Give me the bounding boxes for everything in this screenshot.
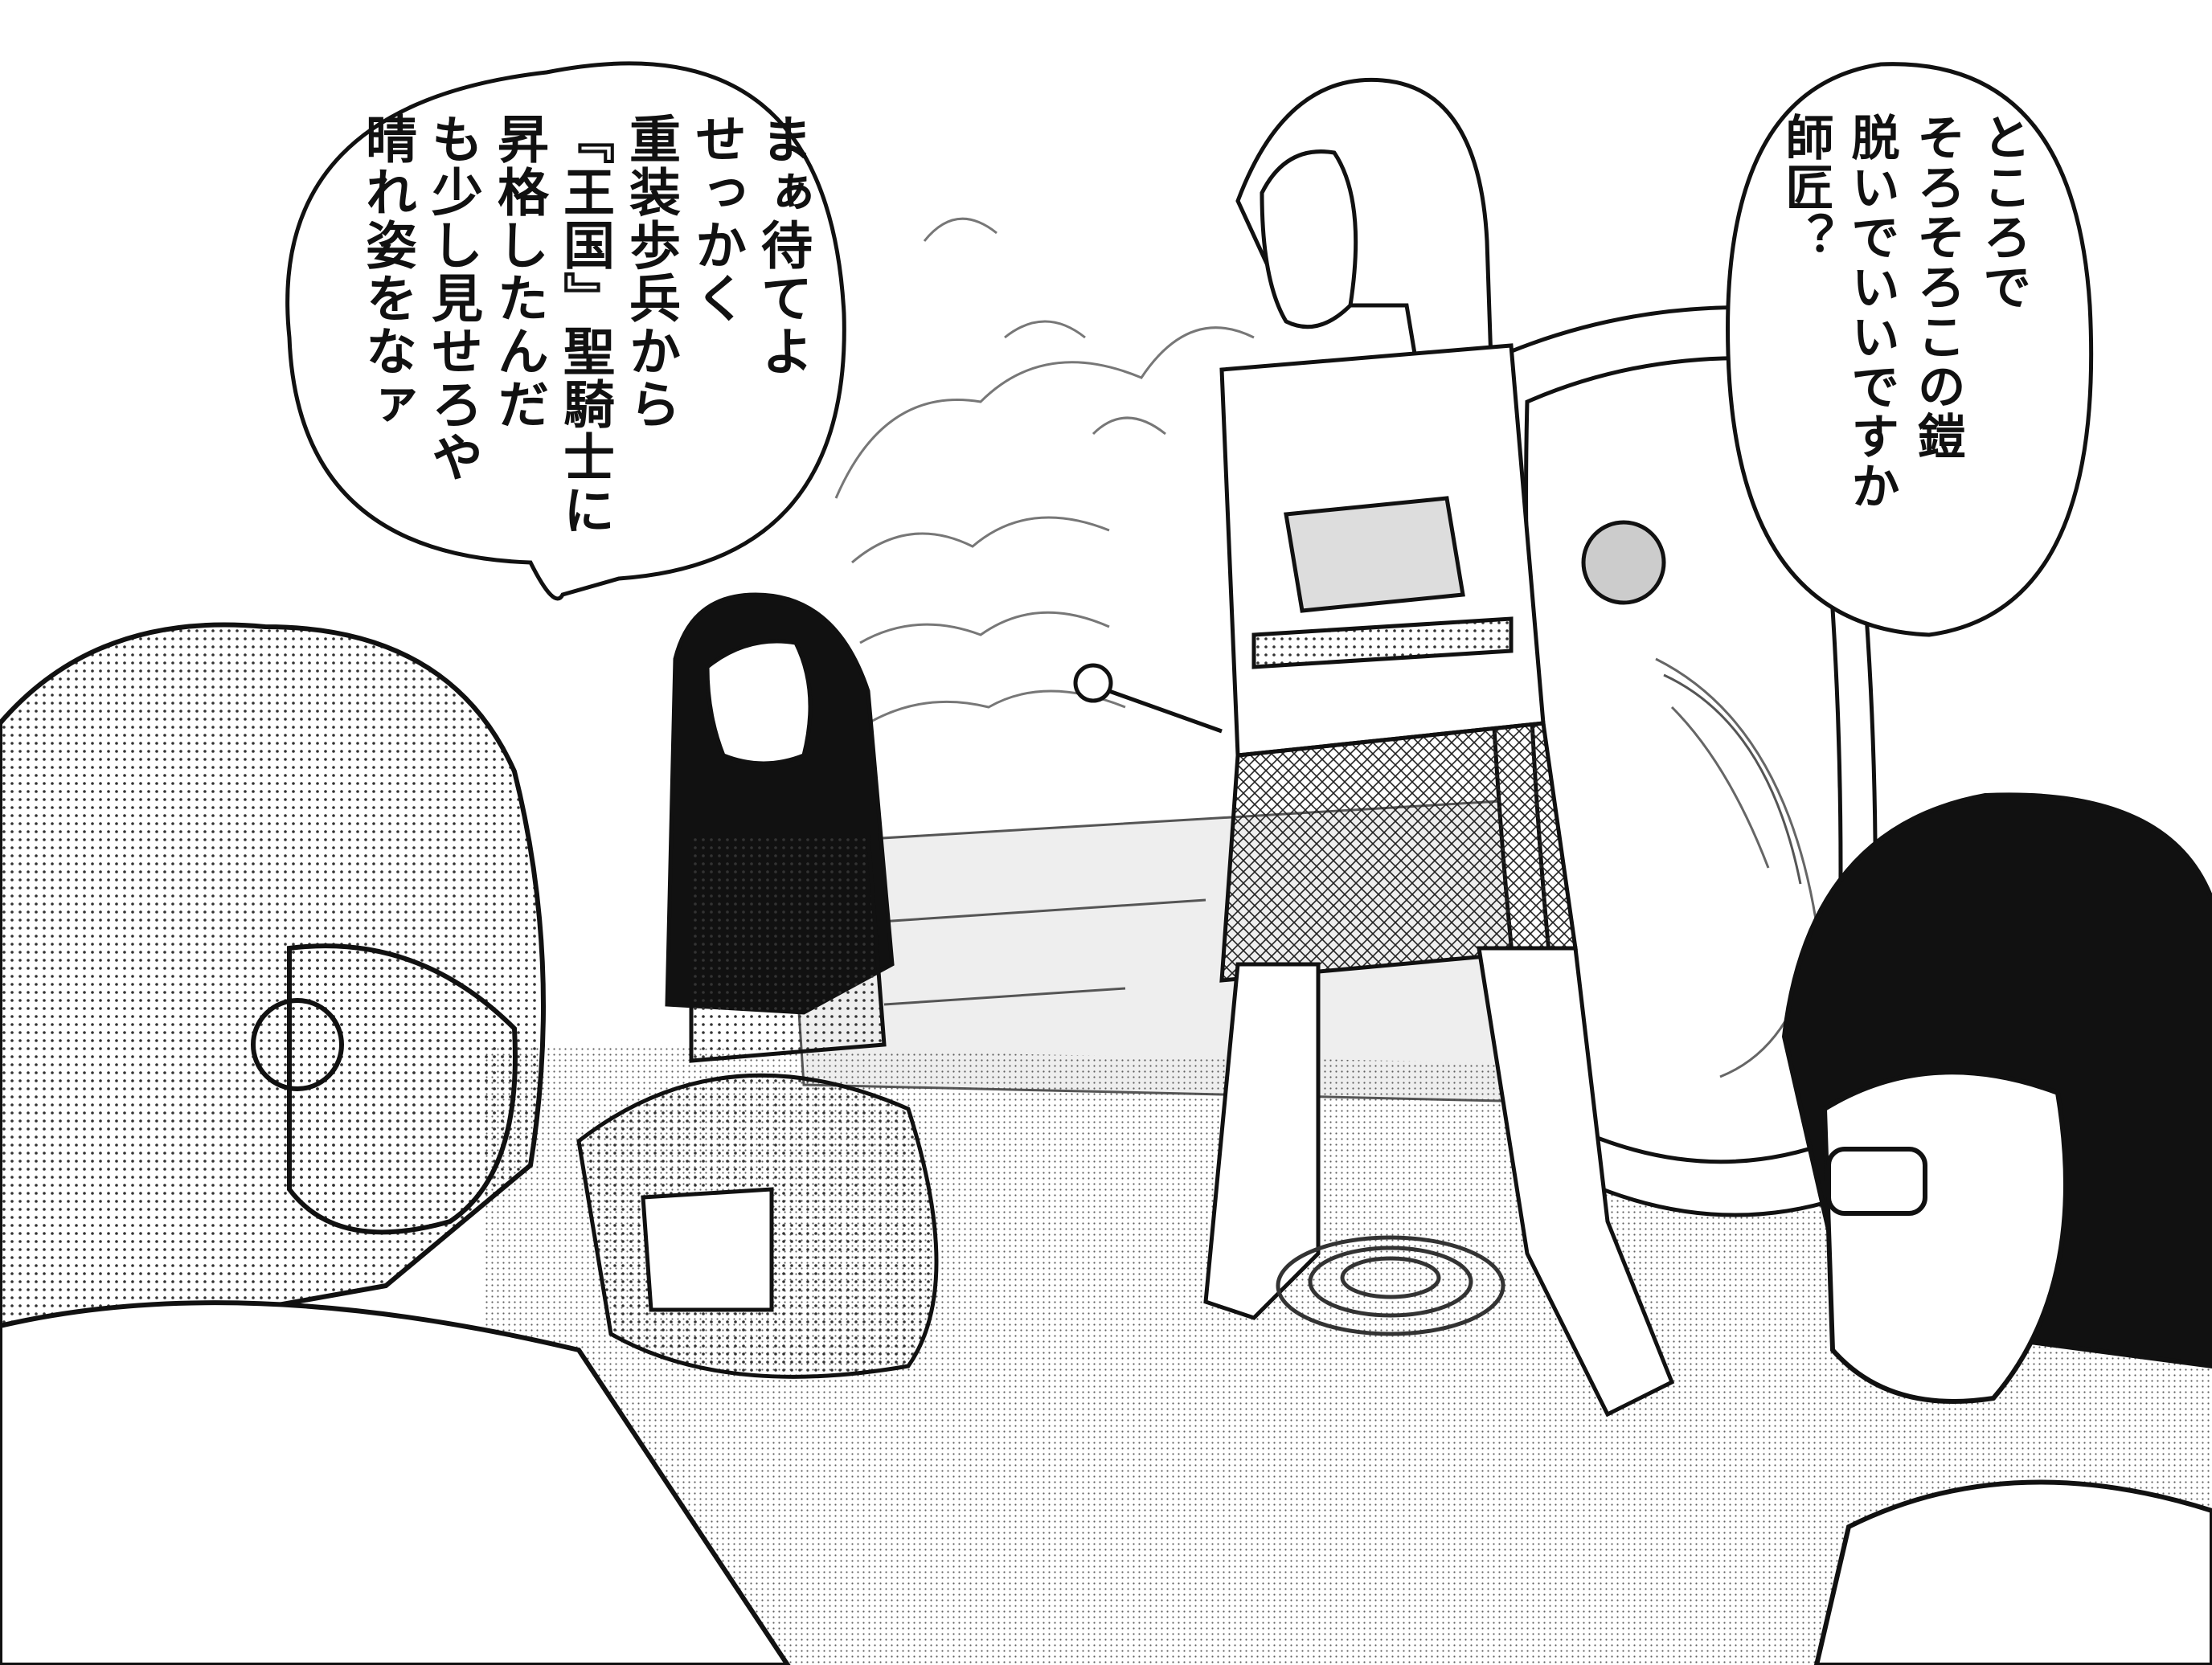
long-haired-girl (576, 592, 939, 1379)
speech-balloon-right (1726, 62, 2094, 637)
glasses-man (1781, 792, 2212, 1665)
rock-wall (834, 217, 1255, 725)
armored-knight (1073, 77, 1675, 1418)
speech-balloon-left (285, 61, 846, 601)
speech-text-right: ところで そろそろこの鎧 脱いでいいですか 師匠？ (1777, 112, 2031, 511)
rope-coil (1276, 1235, 1505, 1336)
shield-emblem (1655, 657, 1818, 1078)
curly-haired-man (0, 622, 791, 1665)
speech-text-left: まぁ待てよ せっかく 重装歩兵から 『王国』聖騎士に 昇格したんだ も少し見せろ… (357, 112, 812, 537)
